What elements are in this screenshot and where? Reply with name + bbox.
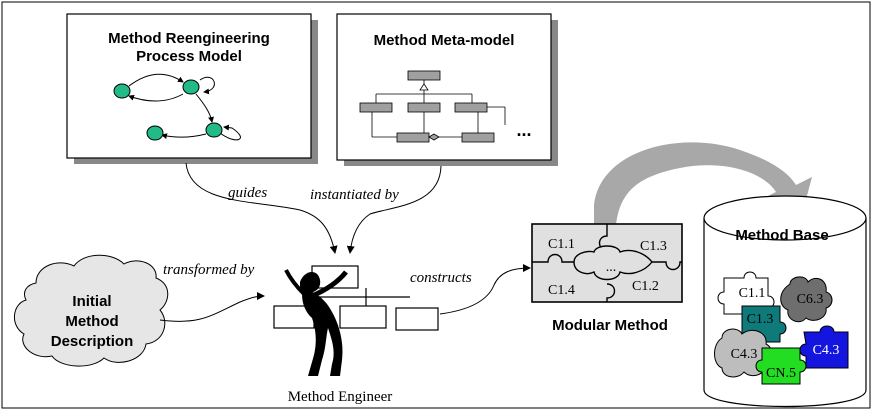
- meta-model-box: Method Meta-model ...: [336, 13, 558, 166]
- initial-method-line2: Method: [65, 313, 118, 330]
- svg-text:C4.3: C4.3: [813, 343, 840, 358]
- svg-text:C1.3: C1.3: [747, 312, 774, 327]
- process-model-title-line1: Method Reengineering: [108, 30, 270, 47]
- modular-method-caption: Modular Method: [552, 317, 668, 334]
- method-engineer-figure: Method Engineer: [273, 265, 439, 405]
- process-model-title-line2: Process Model: [136, 48, 242, 65]
- process-graph: [113, 73, 241, 141]
- guides-label: guides: [228, 185, 267, 201]
- module-c1-2: C1.2: [632, 279, 659, 294]
- chunk-c4-3-blue: C4.3: [799, 325, 849, 369]
- module-c1-4: C1.4: [548, 283, 575, 298]
- initial-method-line1: Initial: [72, 293, 111, 310]
- method-engineer-caption: Method Engineer: [288, 389, 393, 405]
- constructs-arrow: [439, 264, 531, 315]
- chunk-c6-3: C6.3: [780, 276, 833, 323]
- instantiated-arrow: [346, 165, 442, 254]
- module-c1-3: C1.3: [640, 239, 667, 254]
- module-ellipsis: ...: [606, 260, 617, 275]
- initial-method-line3: Description: [51, 333, 134, 350]
- process-model-box: Method Reengineering Process Model: [66, 13, 318, 164]
- store-arrow: [594, 142, 812, 225]
- transformed-by-arrow: [159, 292, 265, 322]
- meta-model-ellipsis: ...: [516, 120, 531, 140]
- instantiated-by-label: instantiated by: [310, 187, 399, 203]
- module-c1-1: C1.1: [548, 237, 575, 252]
- svg-text:C4.3: C4.3: [731, 347, 758, 362]
- transformed-by-label: transformed by: [163, 262, 255, 278]
- chunk-c1-1: C1.1: [717, 271, 775, 315]
- modular-method: C1.1 C1.3 C1.4 C1.2 ...: [531, 223, 683, 303]
- meta-model-title: Method Meta-model: [374, 32, 515, 49]
- guides-arrow: [185, 162, 338, 254]
- chunk-cn-5: CN.5: [755, 347, 807, 385]
- svg-text:CN.5: CN.5: [766, 366, 796, 381]
- svg-text:C6.3: C6.3: [797, 292, 824, 307]
- method-base-title: Method Base: [735, 227, 828, 244]
- class-diagram: [359, 70, 506, 143]
- initial-method-cloud: Initial Method Description: [14, 254, 169, 367]
- svg-text:C1.1: C1.1: [739, 286, 766, 301]
- constructs-label: constructs: [410, 270, 472, 286]
